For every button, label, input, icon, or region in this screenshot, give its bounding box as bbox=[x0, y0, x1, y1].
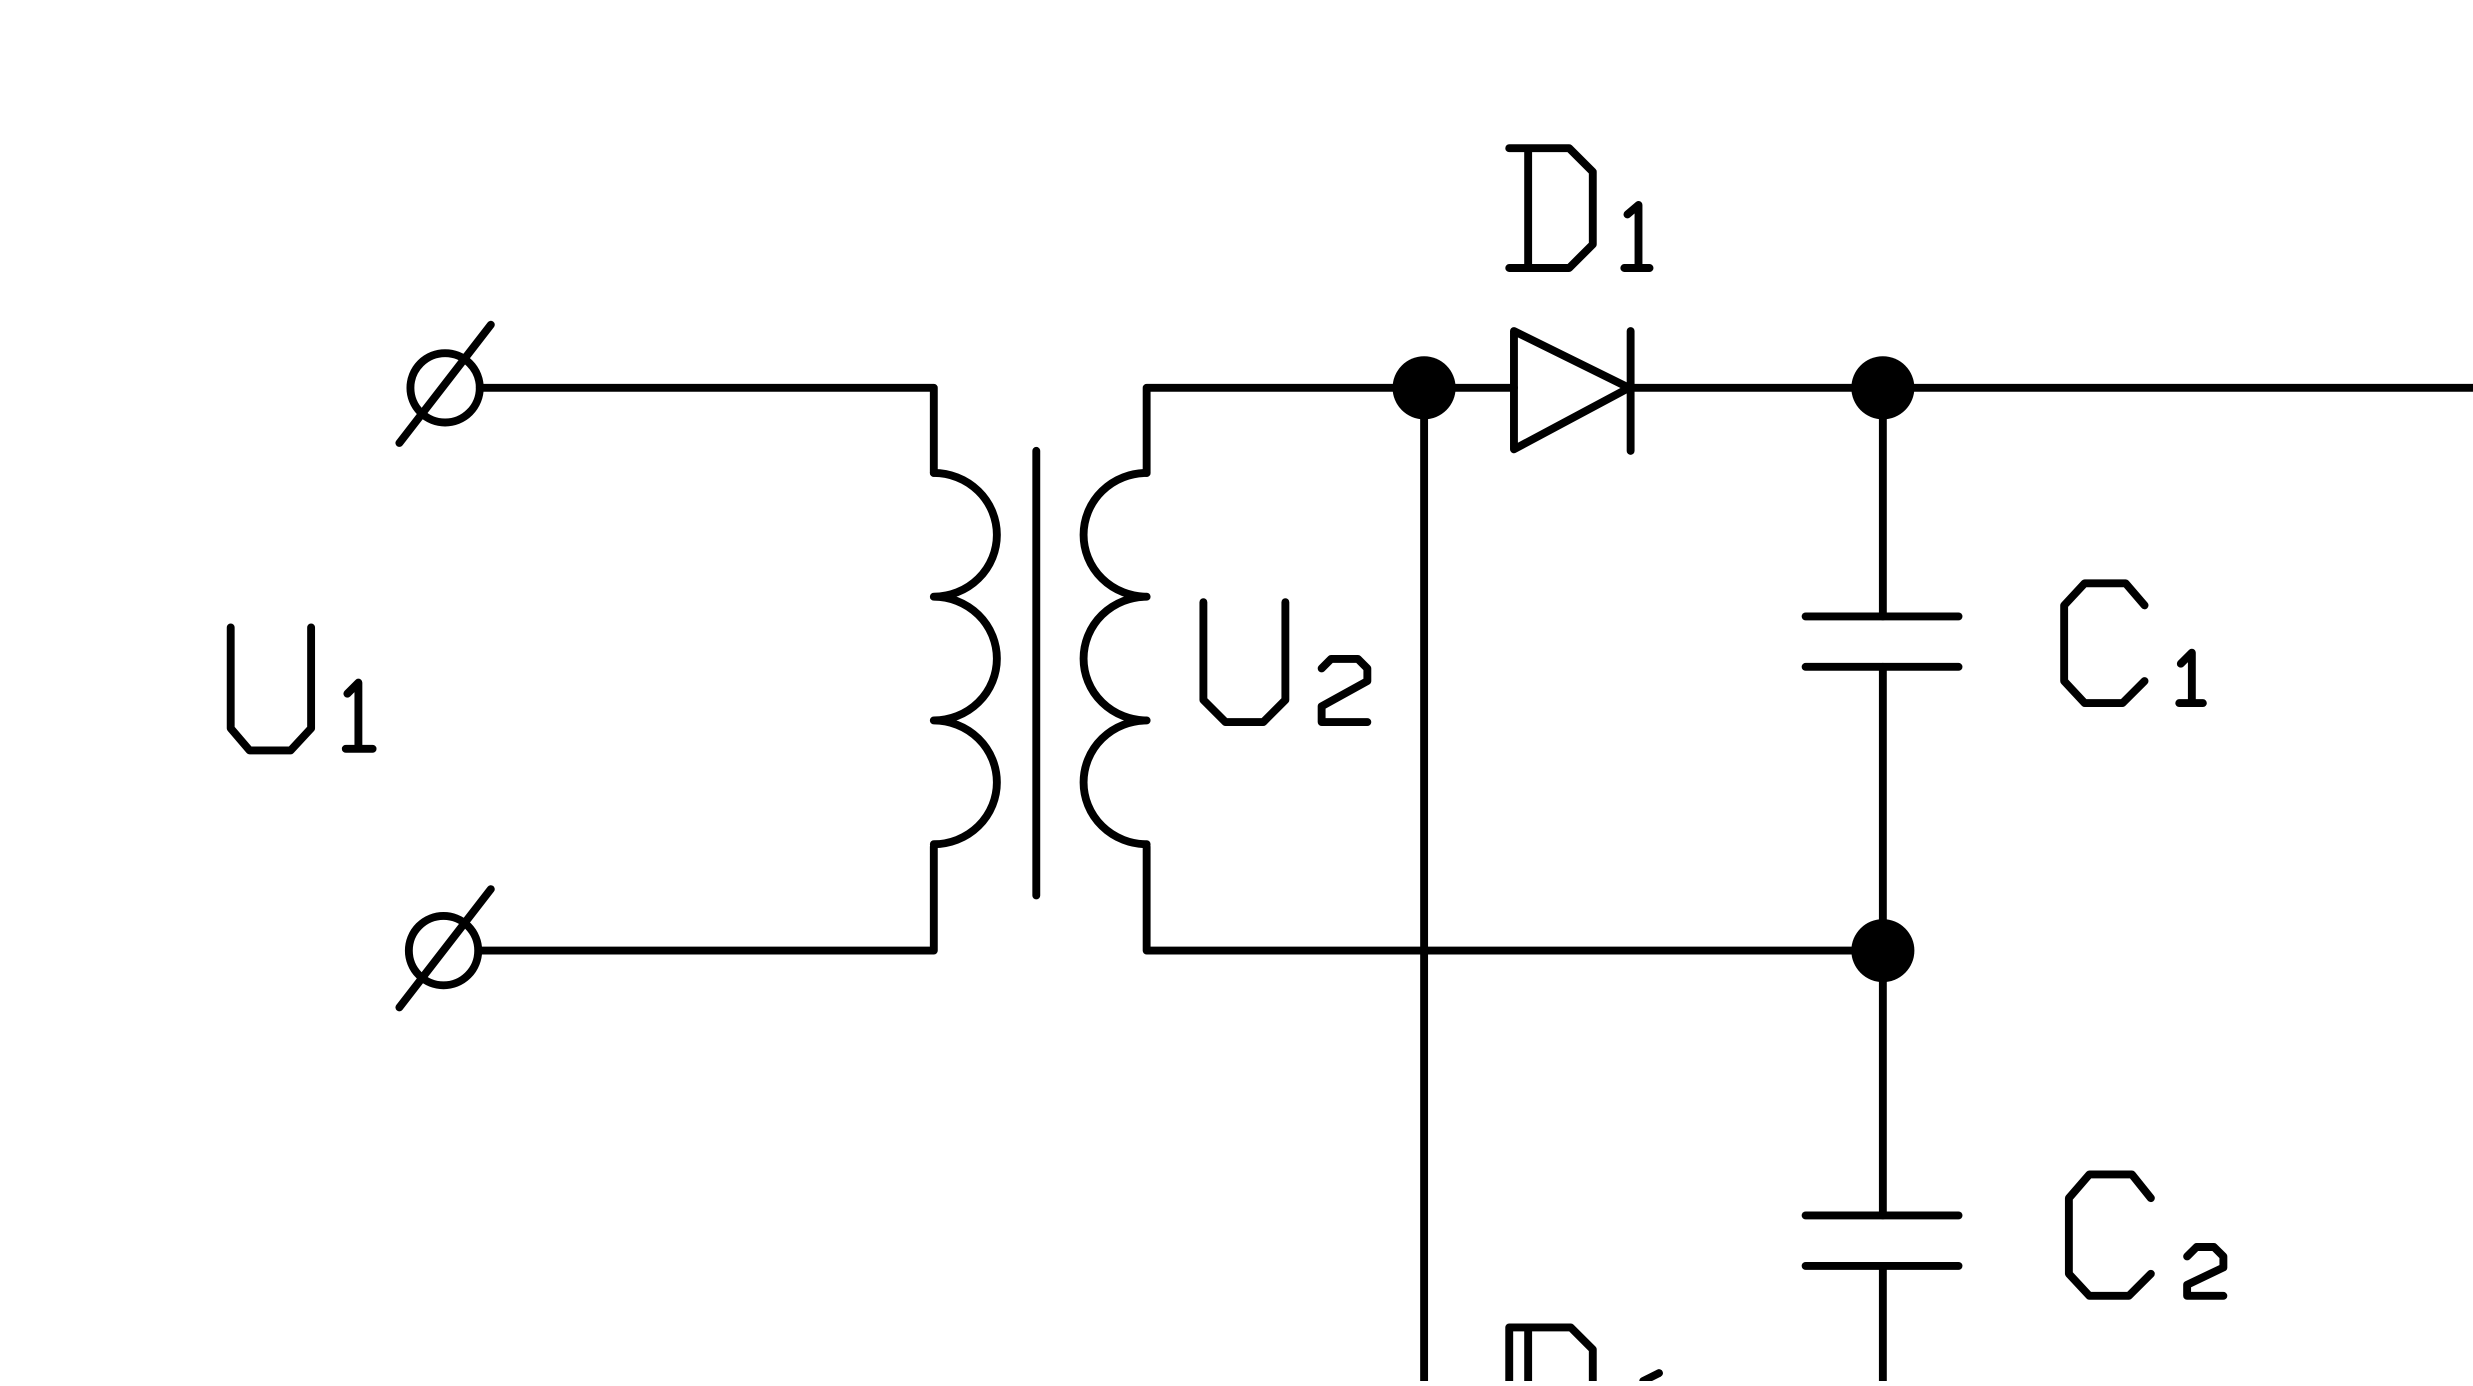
label-d1-subscript bbox=[1620, 201, 1654, 272]
junction-c bbox=[1851, 919, 1915, 983]
primary-top-wire bbox=[475, 383, 938, 477]
secondary-top-wire bbox=[1142, 383, 1430, 477]
diode-d1 bbox=[1510, 327, 1635, 455]
label-d2-letter-partial bbox=[1505, 1323, 1597, 1385]
label-c2-letter bbox=[2064, 1170, 2155, 1300]
label-c1-subscript bbox=[2175, 648, 2207, 708]
label-c2-subscript bbox=[2183, 1243, 2228, 1300]
label-u2-letter bbox=[1199, 598, 1290, 726]
label-d2-subscript-partial bbox=[1639, 1369, 1663, 1385]
input-terminal-top bbox=[395, 320, 495, 447]
primary-winding bbox=[929, 469, 1001, 849]
capacitor-c2 bbox=[1801, 1211, 1963, 1270]
secondary-bottom-wire bbox=[1142, 842, 1887, 955]
primary-bottom-wire bbox=[475, 842, 938, 955]
label-u1-subscript bbox=[341, 678, 377, 753]
junction-a bbox=[1392, 356, 1456, 420]
label-u2-subscript bbox=[1317, 655, 1372, 726]
junction-b bbox=[1851, 356, 1915, 420]
label-d1-letter bbox=[1505, 144, 1597, 272]
capacitor-c1 bbox=[1801, 612, 1963, 671]
label-u1-letter bbox=[226, 623, 316, 755]
label-c1-letter bbox=[2060, 579, 2149, 708]
secondary-winding bbox=[1079, 469, 1151, 849]
